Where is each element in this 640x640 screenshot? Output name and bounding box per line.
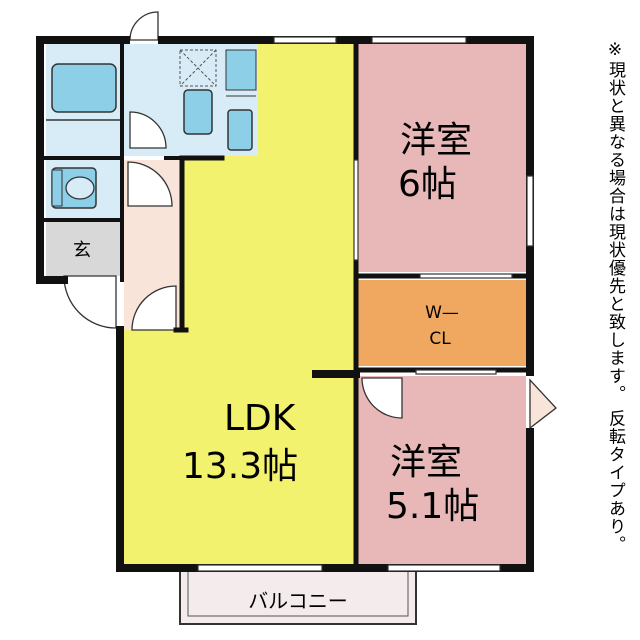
bath-door xyxy=(129,111,167,149)
walk-in-closet xyxy=(358,280,526,366)
closet-label-2: CL xyxy=(429,329,451,349)
washbasin xyxy=(183,89,213,135)
entrance-label: 玄 xyxy=(73,240,91,261)
balcony xyxy=(179,567,417,625)
ldk-door xyxy=(131,285,177,331)
exterior-door xyxy=(529,378,557,430)
entrance-area xyxy=(46,222,122,276)
hall-door xyxy=(127,161,173,207)
bedroom-1 xyxy=(358,44,526,272)
ldk-size: 13.3帖 xyxy=(182,446,298,487)
ldk-name: LDK xyxy=(224,398,297,439)
entrance-door xyxy=(63,275,117,329)
bedroom2-name: 洋室 xyxy=(390,442,462,483)
closet-label-1: W— xyxy=(425,303,459,323)
kitchen-sink xyxy=(227,109,253,151)
disclaimer-note: ※現状と異なる場合は現状優先と致します。 反転タイプあり。 xyxy=(605,40,625,554)
balcony-label: バルコニー xyxy=(248,589,348,613)
washing-machine-space xyxy=(179,49,217,87)
bedroom1-name: 洋室 xyxy=(400,120,472,161)
bedroom1-size: 6帖 xyxy=(398,164,457,205)
top-door xyxy=(129,11,159,41)
bathtub xyxy=(51,63,117,113)
bedroom2-door xyxy=(361,377,403,419)
bedroom2-size: 5.1帖 xyxy=(386,486,479,527)
